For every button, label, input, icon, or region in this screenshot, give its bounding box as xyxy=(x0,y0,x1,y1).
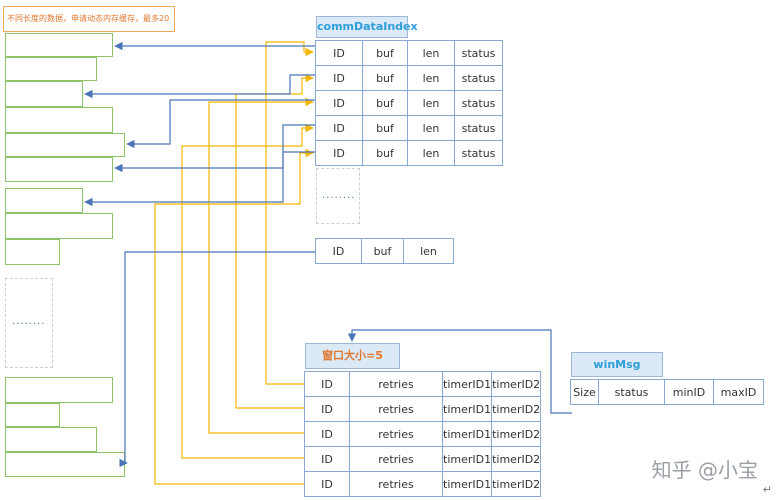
watermark: 知乎 @小宝 xyxy=(651,458,758,482)
window-row-cell: timerID1 xyxy=(441,371,493,397)
comm-data-index-row-cell: len xyxy=(407,90,455,116)
window-row-cell: timerID2 xyxy=(491,471,542,497)
buf-entry-link xyxy=(119,251,315,468)
comm-row-2-link xyxy=(84,74,315,99)
memory-note: 不同长度的数据，申请动态内存缓存，最多20 xyxy=(3,6,175,32)
comm-data-index-row-cell: buf xyxy=(362,65,408,91)
buffer-block xyxy=(5,213,113,239)
comm-data-index-row-cell: ID xyxy=(315,115,363,141)
window-size-title: 窗口大小=5 xyxy=(305,343,400,369)
window-row-cell: ID xyxy=(304,421,350,447)
comm-data-index-row-cell: status xyxy=(454,140,503,166)
window-row-cell: ID xyxy=(304,471,350,497)
window-row-cell: timerID2 xyxy=(491,371,542,397)
window-row-cell: retries xyxy=(349,421,443,447)
buffer-block xyxy=(5,81,83,107)
buffer-block xyxy=(5,452,125,477)
window-row-cell: retries xyxy=(349,446,443,472)
window-row-cell: timerID1 xyxy=(441,446,493,472)
win-msg-row-cell: maxID xyxy=(713,379,764,405)
win-msg-link xyxy=(347,329,572,414)
comm-data-index-row-cell: status xyxy=(454,40,503,66)
window-row-5-link xyxy=(154,148,314,485)
window-row-3-link xyxy=(208,97,314,434)
buffer-block xyxy=(5,33,113,57)
window-row-cell: timerID1 xyxy=(441,396,493,422)
buf-entry-row-cell: buf xyxy=(361,238,404,264)
window-row-cell: ID xyxy=(304,396,350,422)
comm-data-index-row-cell: status xyxy=(454,115,503,141)
comm-data-index-placeholder xyxy=(316,168,360,224)
buffer-block xyxy=(5,133,125,157)
left-ellipsis: ........ xyxy=(12,316,46,327)
buffer-block xyxy=(5,403,60,427)
win-msg-title: winMsg xyxy=(571,352,663,377)
comm-data-index-row-cell: status xyxy=(454,65,503,91)
comm-data-index-row-cell: buf xyxy=(362,40,408,66)
comm-data-index-row-cell: ID xyxy=(315,140,363,166)
comm-data-index-row-cell: len xyxy=(407,40,455,66)
win-msg-row-cell: minID xyxy=(664,379,714,405)
buffer-block xyxy=(5,188,83,213)
comm-row-4-link xyxy=(114,124,315,173)
buffer-block xyxy=(5,427,97,452)
yellow-connectors xyxy=(154,41,314,485)
buffer-block xyxy=(5,57,97,81)
comm-row-3-link xyxy=(126,99,315,149)
comm-data-index-row-cell: buf xyxy=(362,115,408,141)
comm-data-index-row-cell: ID xyxy=(315,90,363,116)
buf-entry-row-cell: ID xyxy=(315,238,362,264)
comm-data-index-row-cell: len xyxy=(407,115,455,141)
window-row-cell: retries xyxy=(349,371,443,397)
comm-data-index-row-cell: len xyxy=(407,140,455,166)
buffer-placeholder xyxy=(5,278,53,368)
buf-entry-row-cell: len xyxy=(403,238,454,264)
comm-data-index-row-cell: buf xyxy=(362,140,408,166)
window-row-cell: ID xyxy=(304,371,350,397)
window-row-cell: timerID1 xyxy=(441,421,493,447)
window-row-cell: timerID2 xyxy=(491,396,542,422)
window-row-4-link xyxy=(181,123,314,459)
buffer-block xyxy=(5,377,113,403)
buffer-block xyxy=(5,107,113,133)
window-row-cell: timerID2 xyxy=(491,421,542,447)
buffer-block xyxy=(5,239,60,265)
win-msg-row-cell: status xyxy=(598,379,665,405)
win-msg-row-cell: Size xyxy=(570,379,599,405)
window-row-cell: retries xyxy=(349,396,443,422)
blue-connectors xyxy=(84,41,572,468)
window-row-cell: retries xyxy=(349,471,443,497)
window-row-cell: ID xyxy=(304,446,350,472)
buffer-block xyxy=(5,157,113,182)
comm-data-index-ellipsis: ........ xyxy=(322,190,356,201)
comm-data-index-title: commDataIndex xyxy=(316,16,418,38)
return-mark: ↵ xyxy=(762,483,772,496)
window-row-1-link xyxy=(265,41,314,385)
comm-data-index-row-cell: buf xyxy=(362,90,408,116)
window-row-cell: timerID1 xyxy=(441,471,493,497)
comm-row-5-link xyxy=(84,151,315,207)
